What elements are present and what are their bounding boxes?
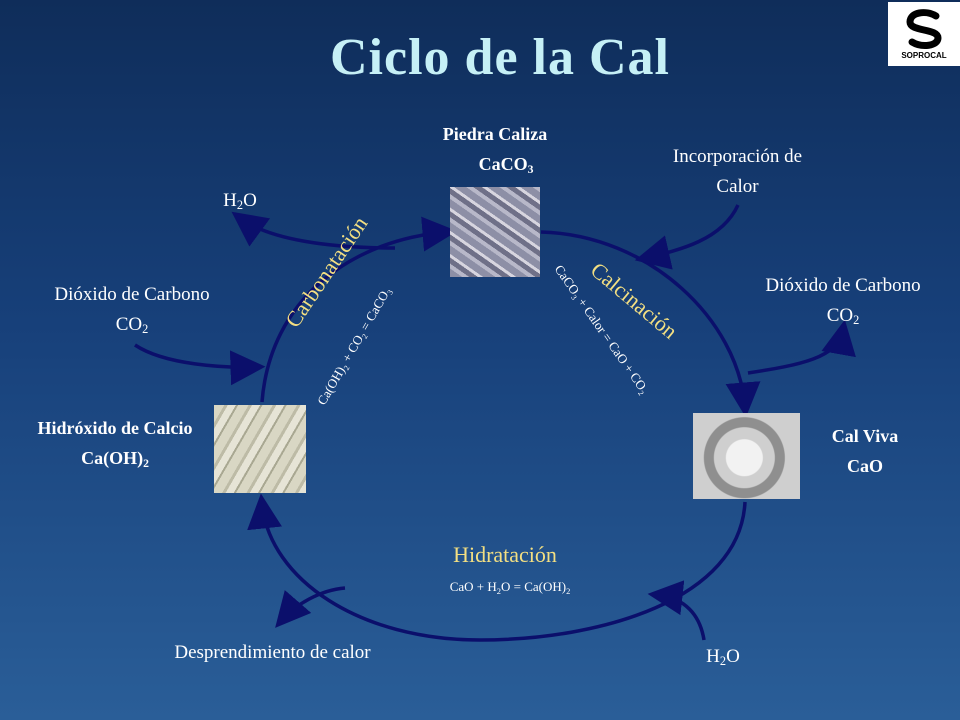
- hidratacion-equation: CaO + H2O = Ca(OH)2: [449, 579, 571, 596]
- hidroxido-name: Hidróxido de Calcio: [37, 418, 193, 438]
- piedra-caliza-name: Piedra Caliza: [442, 124, 548, 144]
- piedra-caliza-label: Piedra Caliza CaCO3: [395, 119, 595, 179]
- logo-text: SOPROCAL: [901, 51, 947, 60]
- arrow-desprendimiento: [275, 586, 346, 628]
- arrow-co2-left: [134, 343, 266, 386]
- cal-viva-formula: CaO: [847, 456, 883, 476]
- arrow-h2o-top: [231, 211, 396, 250]
- hidratacion-label: Hidratación: [453, 542, 557, 567]
- co2-right-label: Dióxido de Carbono CO2: [765, 275, 921, 327]
- arrow-calcinacion: [540, 230, 761, 418]
- h2o-bottom-label: H2O: [706, 646, 740, 668]
- piedra-caliza-formula: CaCO3: [478, 154, 534, 176]
- desprendimiento-label: Desprendimiento de calor: [174, 642, 371, 663]
- hidroxido-formula: Ca(OH)2: [81, 448, 149, 470]
- arrow-incorporacion: [634, 204, 740, 270]
- quicklime-photo: [693, 413, 800, 499]
- cal-viva-name: Cal Viva: [831, 426, 899, 446]
- arrow-co2-right: [747, 319, 856, 375]
- h2o-top-label: H2O: [223, 190, 257, 212]
- arrow-hidratacion: [247, 493, 747, 642]
- arrow-carbonatacion: [260, 216, 458, 403]
- hidroxido-label: Hidróxido de Calcio Ca(OH)2: [10, 413, 220, 473]
- soprocal-logo: SOPROCAL: [888, 2, 960, 66]
- calcium-hydroxide-photo: [214, 405, 306, 493]
- co2-left-label: Dióxido de Carbono CO2: [54, 284, 210, 336]
- logo-s-mark: [906, 9, 942, 49]
- arrow-h2o-bottom: [647, 580, 706, 641]
- page-title: Ciclo de la Cal: [330, 29, 670, 86]
- limestone-photo: [450, 187, 540, 277]
- incorporacion-label: Incorporación de Calor: [672, 146, 803, 197]
- cal-viva-label: Cal Viva CaO: [805, 421, 925, 481]
